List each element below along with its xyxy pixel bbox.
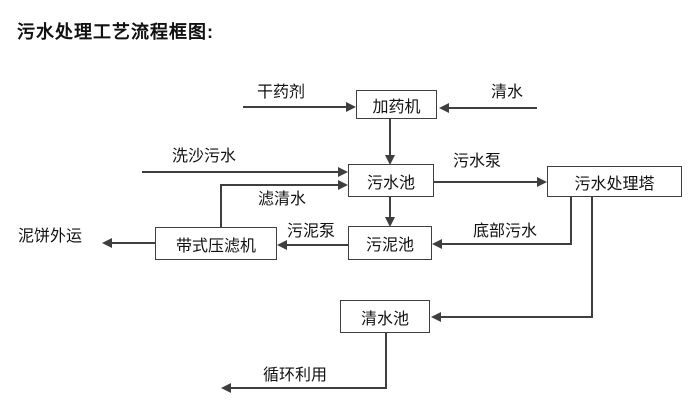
node-clean-water-pool: 清水池 bbox=[340, 300, 430, 333]
flow-label-recycle-use: 循环利用 bbox=[263, 367, 328, 384]
arrowhead-dry-chemical bbox=[346, 102, 356, 112]
line-sewage-to-sludge bbox=[389, 197, 391, 218]
arrowhead-sewage-to-sludge bbox=[385, 217, 395, 227]
arrowhead-dosing-to-sewage-pool bbox=[385, 155, 395, 165]
arrowhead-filtered-water bbox=[338, 180, 348, 190]
arrowhead-sludge-pump bbox=[277, 240, 287, 250]
node-dosing-machine: 加药机 bbox=[356, 90, 437, 119]
line-sludge-pump bbox=[287, 244, 348, 246]
flow-label-bottom-sewage: 底部污水 bbox=[473, 223, 538, 240]
line-mud-cake bbox=[112, 242, 155, 244]
arrowhead-recycle bbox=[221, 383, 231, 393]
line-recycle-horizontal bbox=[231, 387, 387, 389]
line-clean-water bbox=[448, 107, 537, 109]
flow-label-sewage-pump: 污水泵 bbox=[453, 153, 502, 170]
arrowhead-tower-to-clean bbox=[431, 312, 441, 322]
flow-label-filtered-clean-water: 滤清水 bbox=[258, 191, 307, 208]
line-filtered-water-vertical bbox=[220, 185, 222, 227]
flow-label-mud-cake-transport: 泥饼外运 bbox=[18, 228, 83, 245]
arrowhead-clean-water bbox=[439, 103, 449, 113]
line-sewage-pump bbox=[434, 181, 538, 183]
node-sludge-pool: 污泥池 bbox=[348, 226, 432, 260]
flow-label-dry-chemical: 干药剂 bbox=[257, 84, 306, 101]
line-dosing-to-sewage-pool bbox=[389, 119, 391, 156]
line-tower-to-clean-horizontal bbox=[440, 316, 593, 318]
arrowhead-sewage-pump bbox=[537, 177, 547, 187]
flow-label-sand-washing-sewage: 洗沙污水 bbox=[172, 148, 237, 165]
arrowhead-sand-washing-sewage bbox=[338, 167, 348, 177]
flow-label-sludge-pump: 污泥泵 bbox=[287, 223, 336, 240]
diagram-title: 污水处理工艺流程框图: bbox=[17, 22, 214, 42]
arrowhead-bottom-sewage bbox=[432, 239, 442, 249]
line-recycle-vertical bbox=[385, 333, 387, 389]
flow-label-clean-water: 清水 bbox=[491, 84, 524, 101]
line-filtered-water-horizontal bbox=[220, 184, 339, 186]
line-bottom-sewage-vertical bbox=[570, 197, 572, 245]
node-sewage-pool: 污水池 bbox=[348, 164, 434, 197]
line-sand-washing-sewage bbox=[142, 171, 339, 173]
arrowhead-mud-cake bbox=[102, 238, 112, 248]
node-sewage-treatment-tower: 污水处理塔 bbox=[547, 166, 682, 197]
line-dry-chemical bbox=[243, 106, 347, 108]
line-bottom-sewage-horizontal bbox=[441, 243, 572, 245]
node-belt-filter-press: 带式压滤机 bbox=[155, 227, 277, 260]
line-tower-to-clean-vertical bbox=[591, 197, 593, 318]
